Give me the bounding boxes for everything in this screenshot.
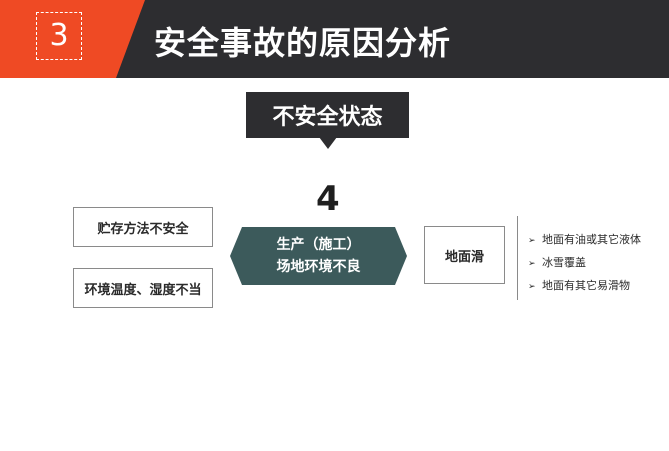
slide-number-box: 3 [36,12,82,60]
slide-header: 3 安全事故的原因分析 [0,0,669,78]
state-pointer-icon [319,137,337,149]
slide-title: 安全事故的原因分析 [154,24,452,62]
slippery-floor-box: 地面滑 [424,226,505,284]
detail-list: ➢ 地面有油或其它液体 ➢ 冰雪覆盖 ➢ 地面有其它易滑物 [528,229,641,298]
center-cause-shape: 生产（施工） 场地环境不良 [230,227,407,285]
cause-index-number: 4 [316,179,340,219]
list-item: ➢ 冰雪覆盖 [528,252,641,275]
cause-box-temperature: 环境温度、湿度不当 [73,268,213,308]
list-item-text: 地面有油或其它液体 [542,233,641,246]
list-item: ➢ 地面有其它易滑物 [528,275,641,298]
center-cause-line1: 生产（施工） [276,237,361,253]
bracket-divider [517,216,518,300]
center-cause-line2: 场地环境不良 [276,259,361,275]
unsafe-state-label: 不安全状态 [246,92,409,138]
list-item: ➢ 地面有油或其它液体 [528,229,641,252]
cause-box-storage: 贮存方法不安全 [73,207,213,247]
slide-number: 3 [49,18,69,53]
list-item-text: 地面有其它易滑物 [542,279,630,292]
arrowhead-bullet-icon: ➢ [528,236,536,246]
list-item-text: 冰雪覆盖 [542,256,586,269]
arrowhead-bullet-icon: ➢ [528,259,536,269]
arrowhead-bullet-icon: ➢ [528,282,536,292]
